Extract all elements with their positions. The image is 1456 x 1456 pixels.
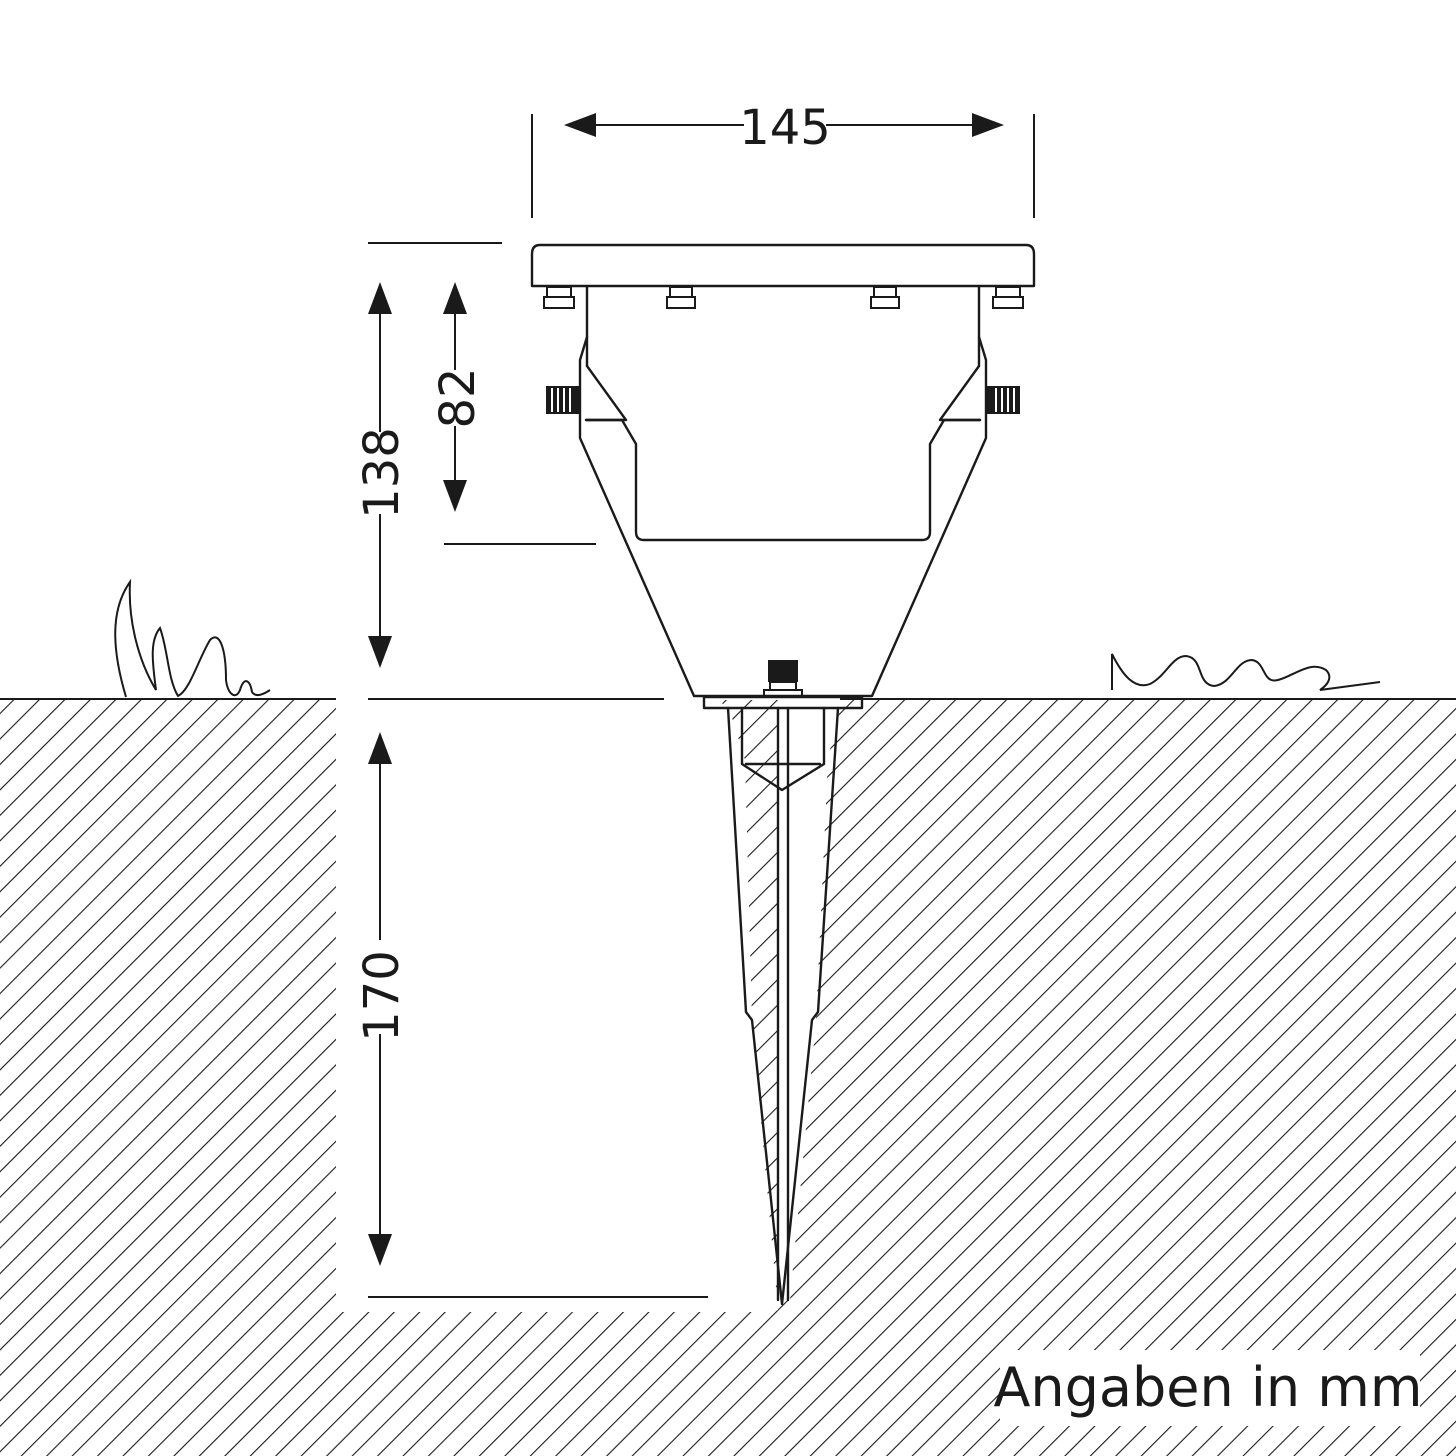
- dimension-spike-length: 170: [354, 732, 410, 1266]
- side-knob-left: [546, 386, 580, 414]
- dimension-spike-length-label: 170: [354, 950, 410, 1042]
- dimension-height-total-label: 138: [354, 427, 410, 519]
- dimension-height-upper: 82: [430, 282, 486, 512]
- cover-screws: [543, 286, 1024, 309]
- top-cover: [530, 243, 1036, 288]
- dimension-height-upper-label: 82: [430, 367, 486, 428]
- grass-left: [114, 578, 271, 698]
- cable-gland: [763, 660, 803, 697]
- dimension-width-label: 145: [739, 100, 831, 156]
- housing-cone: [578, 335, 988, 698]
- dimension-width: 145: [564, 100, 1004, 156]
- soil-hatching: [0, 700, 1456, 1456]
- ground-spike: [726, 706, 840, 1306]
- base-plate: [702, 695, 864, 710]
- luminaire: [530, 243, 1036, 710]
- dimension-height-total: 138: [354, 282, 410, 668]
- grass-right: [1111, 653, 1381, 691]
- units-note: Angaben in mm: [993, 1356, 1422, 1419]
- side-knob-right: [986, 386, 1020, 414]
